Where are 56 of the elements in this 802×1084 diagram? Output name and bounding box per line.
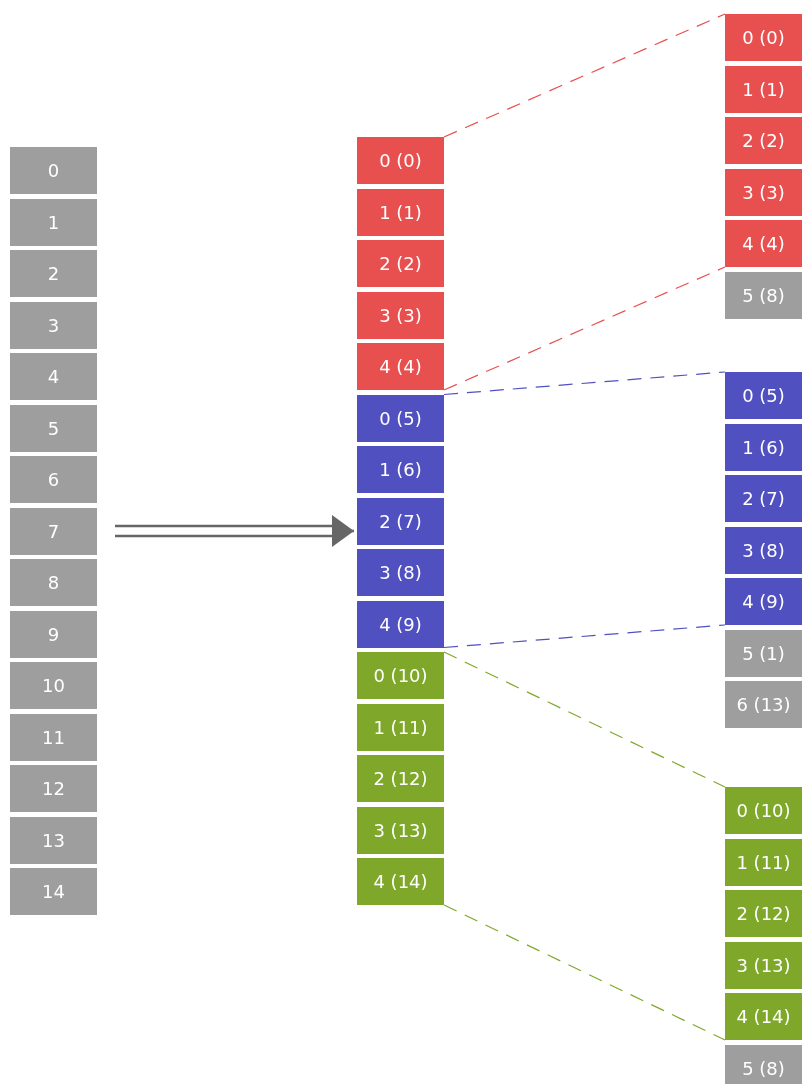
array-cell: 11 [10,713,97,761]
array-cell: 0 (0) [357,137,444,184]
array-cell: 1 (6) [357,446,444,493]
array-cell: 3 [10,301,97,349]
array-cell: 0 (0) [725,14,802,61]
array-cell: 3 (3) [725,168,802,216]
array-cell: 14 [10,868,97,915]
dashed-line [443,904,726,1041]
array-cell: 3 (3) [357,291,444,339]
array-cell: 2 (2) [725,117,802,164]
array-cell: 3 (13) [357,806,444,854]
double-arrow [113,515,356,547]
array-cell: 1 (6) [725,423,802,471]
dashed-line [443,651,726,788]
array-cell: 3 (8) [725,526,802,574]
array-cell: 2 (7) [357,497,444,545]
array-cell: 4 (4) [357,343,444,390]
array-cell: 0 [10,147,97,194]
array-cell: 1 (11) [725,838,802,886]
array-cell: 2 (12) [725,890,802,937]
array-cell: 5 [10,404,97,452]
dashed-line [443,13,726,138]
array-cell: 4 (4) [725,220,802,267]
array-cell: 5 (8) [725,271,802,319]
array-cell: 1 (11) [357,703,444,751]
array-cell: 8 [10,559,97,606]
array-cell: 13 [10,816,97,864]
dashed-line [443,266,726,391]
array-cell: 2 (7) [725,475,802,522]
array-cell: 2 (2) [357,240,444,287]
array-cell: 4 (14) [357,858,444,905]
array-cell: 0 (5) [725,372,802,419]
array-cell: 4 (14) [725,993,802,1040]
array-cell: 5 (8) [725,1044,802,1084]
array-cell: 3 (8) [357,549,444,596]
array-cell: 2 (12) [357,755,444,802]
array-cell: 7 [10,507,97,555]
array-cell: 5 (1) [725,629,802,677]
array-cell: 1 [10,198,97,246]
array-cell: 4 [10,353,97,400]
array-cell: 0 (10) [725,787,802,834]
array-cell: 12 [10,765,97,812]
array-cell: 0 (10) [357,652,444,699]
dashed-line [443,371,726,396]
array-cell: 6 (13) [725,681,802,728]
dashed-line [443,624,726,649]
array-cell: 9 [10,610,97,658]
array-cell: 1 (1) [357,188,444,236]
array-cell: 10 [10,662,97,709]
array-cell: 0 (5) [357,394,444,442]
array-cell: 3 (13) [725,941,802,989]
array-cell: 2 [10,250,97,297]
array-cell: 1 (1) [725,65,802,113]
array-cell: 6 [10,456,97,503]
array-cell: 4 (9) [725,578,802,625]
array-cell: 4 (9) [357,600,444,648]
